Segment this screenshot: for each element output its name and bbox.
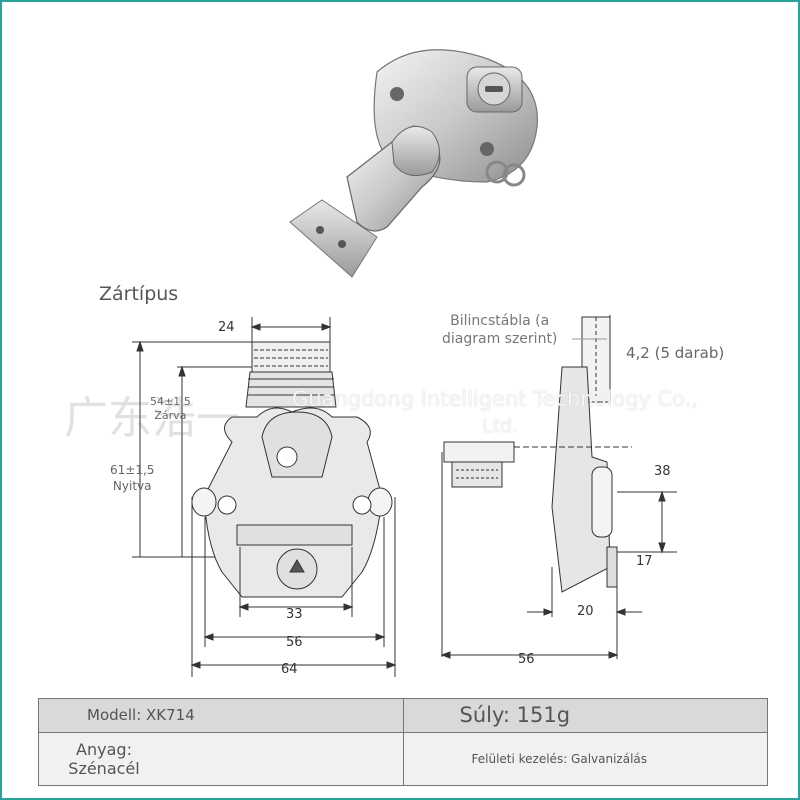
watermark-english-line2: Ltd. — [482, 415, 519, 437]
spec-table: Modell: XK714 Súly: 151g Anyag: Szénacél… — [38, 698, 768, 787]
section-title: Zártípus — [99, 283, 179, 305]
model-text: Modell: XK714 — [87, 706, 195, 725]
clamp-plate-callout: Bilincstábla (a diagram szerint) — [442, 312, 557, 348]
dim-side-depth: 20 — [577, 604, 594, 619]
dim-side-lower: 17 — [636, 554, 653, 569]
dim-side-total: 56 — [518, 652, 535, 667]
open-height-label: 61±1,5 Nyitva — [110, 462, 154, 494]
open-height-value: 61±1,5 — [110, 463, 155, 477]
surface-cell: Felületi kezelés: Galvanizálás — [402, 731, 768, 787]
material-value: Szénacél — [68, 758, 140, 778]
watermark-english-line1: Guangdong Intelligent Technology Co., — [292, 387, 699, 411]
spec-row-1: Modell: XK714 Súly: 151g — [38, 698, 768, 733]
watermark-chinese: 广东浩一 — [64, 393, 240, 444]
weight-text: Súly: 151g — [459, 703, 571, 728]
closed-height-value: 54±1,5 — [150, 395, 191, 408]
side-view-drawing — [440, 315, 677, 659]
material-cell: Anyag: Szénacél — [38, 731, 404, 787]
holes-callout: 4,2 (5 darab) — [626, 344, 725, 362]
closed-height-text: Zárva — [154, 409, 187, 422]
material-block: Anyag: Szénacél — [39, 740, 169, 778]
dim-key-width: 33 — [286, 607, 303, 622]
clamp-plate-line1: Bilincstábla (a — [450, 313, 550, 329]
model-cell: Modell: XK714 — [38, 698, 404, 733]
dim-top-width: 24 — [218, 320, 235, 335]
spec-row-2: Anyag: Szénacél Felületi kezelés: Galvan… — [38, 731, 768, 787]
dim-side-upper: 38 — [654, 464, 671, 479]
clamp-plate-line2: diagram szerint) — [442, 331, 558, 347]
surface-text: Felületi kezelés: Galvanizálás — [471, 751, 648, 766]
product-photo — [289, 49, 538, 278]
front-view-drawing — [132, 317, 397, 677]
closed-height-label: 54±1,5 Zárva — [150, 395, 191, 423]
open-height-text: Nyitva — [112, 479, 152, 493]
dim-inner-width: 56 — [286, 635, 303, 650]
material-label: Anyag: — [76, 739, 132, 759]
weight-cell: Súly: 151g — [402, 698, 768, 733]
dim-outer-width: 64 — [281, 662, 298, 677]
